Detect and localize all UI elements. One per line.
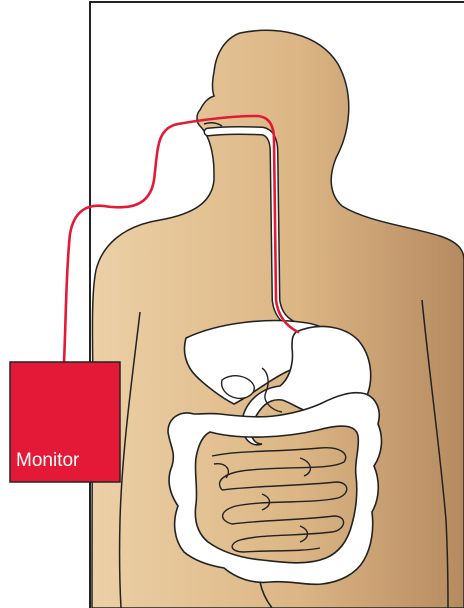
body-silhouette xyxy=(92,30,464,608)
torso xyxy=(92,30,464,608)
monitor-label: Monitor xyxy=(16,450,80,471)
monitor-device: Monitor xyxy=(10,362,120,482)
